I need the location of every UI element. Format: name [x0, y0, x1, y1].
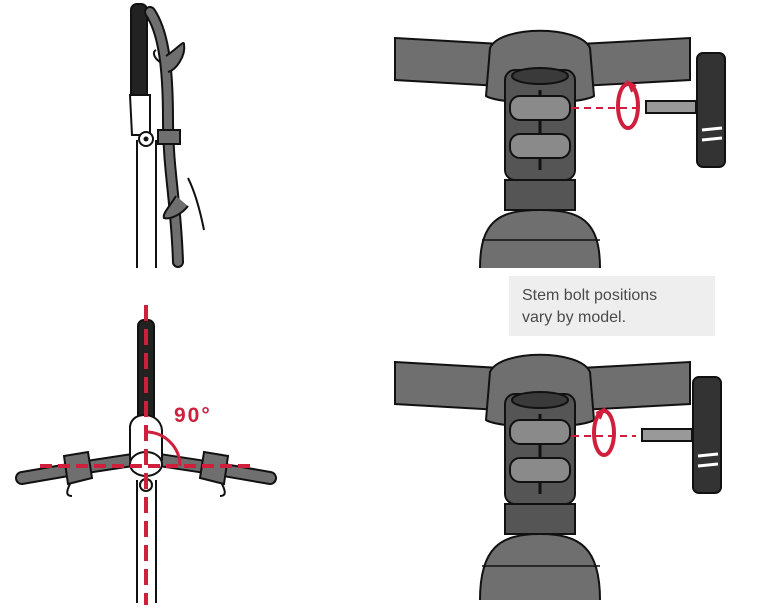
stem-tighten-icon — [395, 31, 725, 268]
angle-label: 90° — [174, 404, 212, 428]
handlebar-top-view-icon — [22, 305, 270, 605]
note-line-2: vary by model. — [522, 307, 715, 329]
note-line-1: Stem bolt positions — [522, 285, 715, 307]
stem-bolt-note: Stem bolt positions vary by model. — [509, 276, 715, 336]
handlebar-side-view-icon — [130, 4, 204, 268]
stem-loosen-icon — [395, 355, 721, 600]
